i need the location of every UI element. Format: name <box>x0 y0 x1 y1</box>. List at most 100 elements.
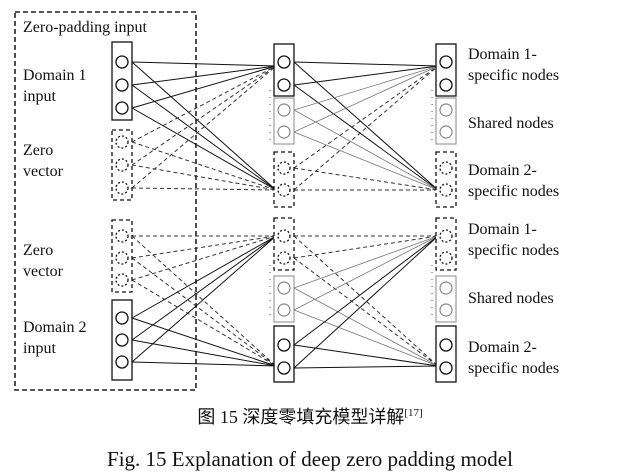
hidden-bottom-domain1-node <box>277 251 291 265</box>
edge-zero-to-hidden <box>131 235 277 259</box>
zero-vector-bottom-node <box>115 251 129 265</box>
hidden-top-domain2-node <box>277 183 291 197</box>
domain2-input-node <box>115 311 129 325</box>
hidden-top-domain2-node <box>277 161 291 175</box>
edge-hidden-to-output <box>293 257 439 367</box>
hidden-bottom-shared-node <box>277 281 291 295</box>
edge-d2-to-hidden <box>131 235 277 363</box>
edge-zero-to-hidden <box>131 141 277 191</box>
output-top-domain1-node <box>439 55 453 69</box>
edge-shared-to-output <box>293 309 439 367</box>
output-top-domain2-node <box>439 161 453 175</box>
edge-zero-to-hidden <box>131 235 277 281</box>
edge-d1-to-hidden <box>131 107 277 191</box>
zero-vector-bottom-node <box>115 229 129 243</box>
hidden-top-shared-node <box>277 125 291 139</box>
domain1-input-node <box>115 78 129 92</box>
edge-hidden-to-output <box>293 235 439 369</box>
edge-hidden-to-output <box>293 235 439 367</box>
domain2-input-node <box>115 355 129 369</box>
edge-hidden-to-output <box>293 65 439 86</box>
output-bottom-domain2-node <box>439 361 453 375</box>
zero-vector-top-node <box>115 135 129 149</box>
bottom-domain1-specific-label: Domain 1- specific nodes <box>468 221 560 259</box>
zero-vector-top-label: Zero vector <box>23 142 63 180</box>
edge-d1-to-hidden <box>131 61 277 191</box>
hidden-top-domain1-node <box>277 78 291 92</box>
bottom-domain2-specific-label: Domain 2- specific nodes <box>468 339 560 377</box>
domain2-input-label: Domain 2 input <box>23 319 87 357</box>
edge-shared-to-output <box>293 109 439 191</box>
edge-d2-to-hidden <box>131 235 277 319</box>
hidden-bottom-domain1-node <box>277 229 291 243</box>
domain1-input-node <box>115 101 129 115</box>
edge-hidden-to-output <box>293 344 439 367</box>
output-top-shared-node <box>439 103 453 117</box>
output-top-domain1-node <box>439 78 453 92</box>
output-top-shared-node <box>439 125 453 139</box>
edge-zero-to-hidden <box>131 65 277 189</box>
zero-vector-top-node <box>115 181 129 195</box>
edge-zero-to-hidden <box>131 65 277 143</box>
hidden-top-domain1-node <box>277 55 291 69</box>
edge-shared-to-output <box>293 65 439 111</box>
edge-hidden-to-output <box>293 235 439 259</box>
edge-zero-to-hidden <box>131 65 277 166</box>
edge-hidden-to-output <box>293 365 439 369</box>
caption-reference: [17] <box>404 407 423 419</box>
domain1-input-node <box>115 55 129 69</box>
edge-shared-to-output <box>293 65 439 133</box>
hidden-bottom-domain2-node <box>277 338 291 352</box>
edge-d2-to-hidden <box>131 339 277 367</box>
edge-d2-to-hidden <box>131 317 277 367</box>
zero-padding-box <box>14 11 197 391</box>
zero-padding-input-label: Zero-padding input <box>23 19 147 36</box>
top-domain1-specific-label: Domain 1- specific nodes <box>468 46 560 84</box>
hidden-bottom-shared-node <box>277 303 291 317</box>
edge-zero-to-hidden <box>131 257 277 367</box>
edge-shared-to-output <box>293 235 439 311</box>
zero-vector-bottom-label: Zero vector <box>23 242 63 280</box>
output-bottom-domain1-node <box>439 251 453 265</box>
zero-vector-top-node <box>115 158 129 172</box>
caption-english: Fig. 15 Explanation of deep zero padding… <box>107 447 513 471</box>
edge-hidden-to-output <box>293 84 439 191</box>
zero-vector-bottom-node <box>115 273 129 287</box>
edge-d1-to-hidden <box>131 84 277 191</box>
output-bottom-shared-node <box>439 281 453 295</box>
output-bottom-shared-node <box>439 303 453 317</box>
edge-d2-to-hidden <box>131 361 277 367</box>
output-bottom-domain1-node <box>439 229 453 243</box>
caption-chinese: 图 15 深度零填充模型详解[17] <box>0 403 620 429</box>
edge-hidden-to-output <box>293 167 439 191</box>
domain2-input-node <box>115 333 129 347</box>
edge-hidden-to-output <box>293 65 439 191</box>
top-shared-nodes-label: Shared nodes <box>468 115 554 132</box>
edge-hidden-to-output <box>293 61 439 191</box>
output-top-domain2-node <box>439 183 453 197</box>
edge-shared-to-output <box>293 287 439 367</box>
hidden-top-domain2-group <box>273 151 295 208</box>
edge-d1-to-hidden <box>131 65 277 86</box>
edge-d2-to-hidden <box>131 235 277 341</box>
edge-shared-to-output <box>293 235 439 289</box>
edge-zero-to-hidden <box>131 164 277 191</box>
top-domain2-specific-label: Domain 2- specific nodes <box>468 162 560 200</box>
domain1-input-label: Domain 1 input <box>23 67 87 105</box>
edge-shared-to-output <box>293 131 439 191</box>
output-top-domain2-group <box>435 151 457 208</box>
caption-chinese-text: 图 15 深度零填充模型详解 <box>197 407 405 427</box>
edge-d1-to-hidden <box>131 61 277 67</box>
hidden-bottom-domain2-node <box>277 361 291 375</box>
zero-padding-network-diagram <box>14 11 457 391</box>
output-bottom-domain2-node <box>439 338 453 352</box>
edge-d1-to-hidden <box>131 65 277 109</box>
edge-hidden-to-output <box>293 235 439 346</box>
bottom-shared-nodes-label: Shared nodes <box>468 290 554 307</box>
edge-zero-to-hidden <box>131 235 277 367</box>
edge-hidden-to-output <box>293 61 439 67</box>
edge-hidden-to-output <box>293 65 439 169</box>
hidden-top-shared-node <box>277 103 291 117</box>
edge-zero-to-hidden <box>131 187 277 191</box>
